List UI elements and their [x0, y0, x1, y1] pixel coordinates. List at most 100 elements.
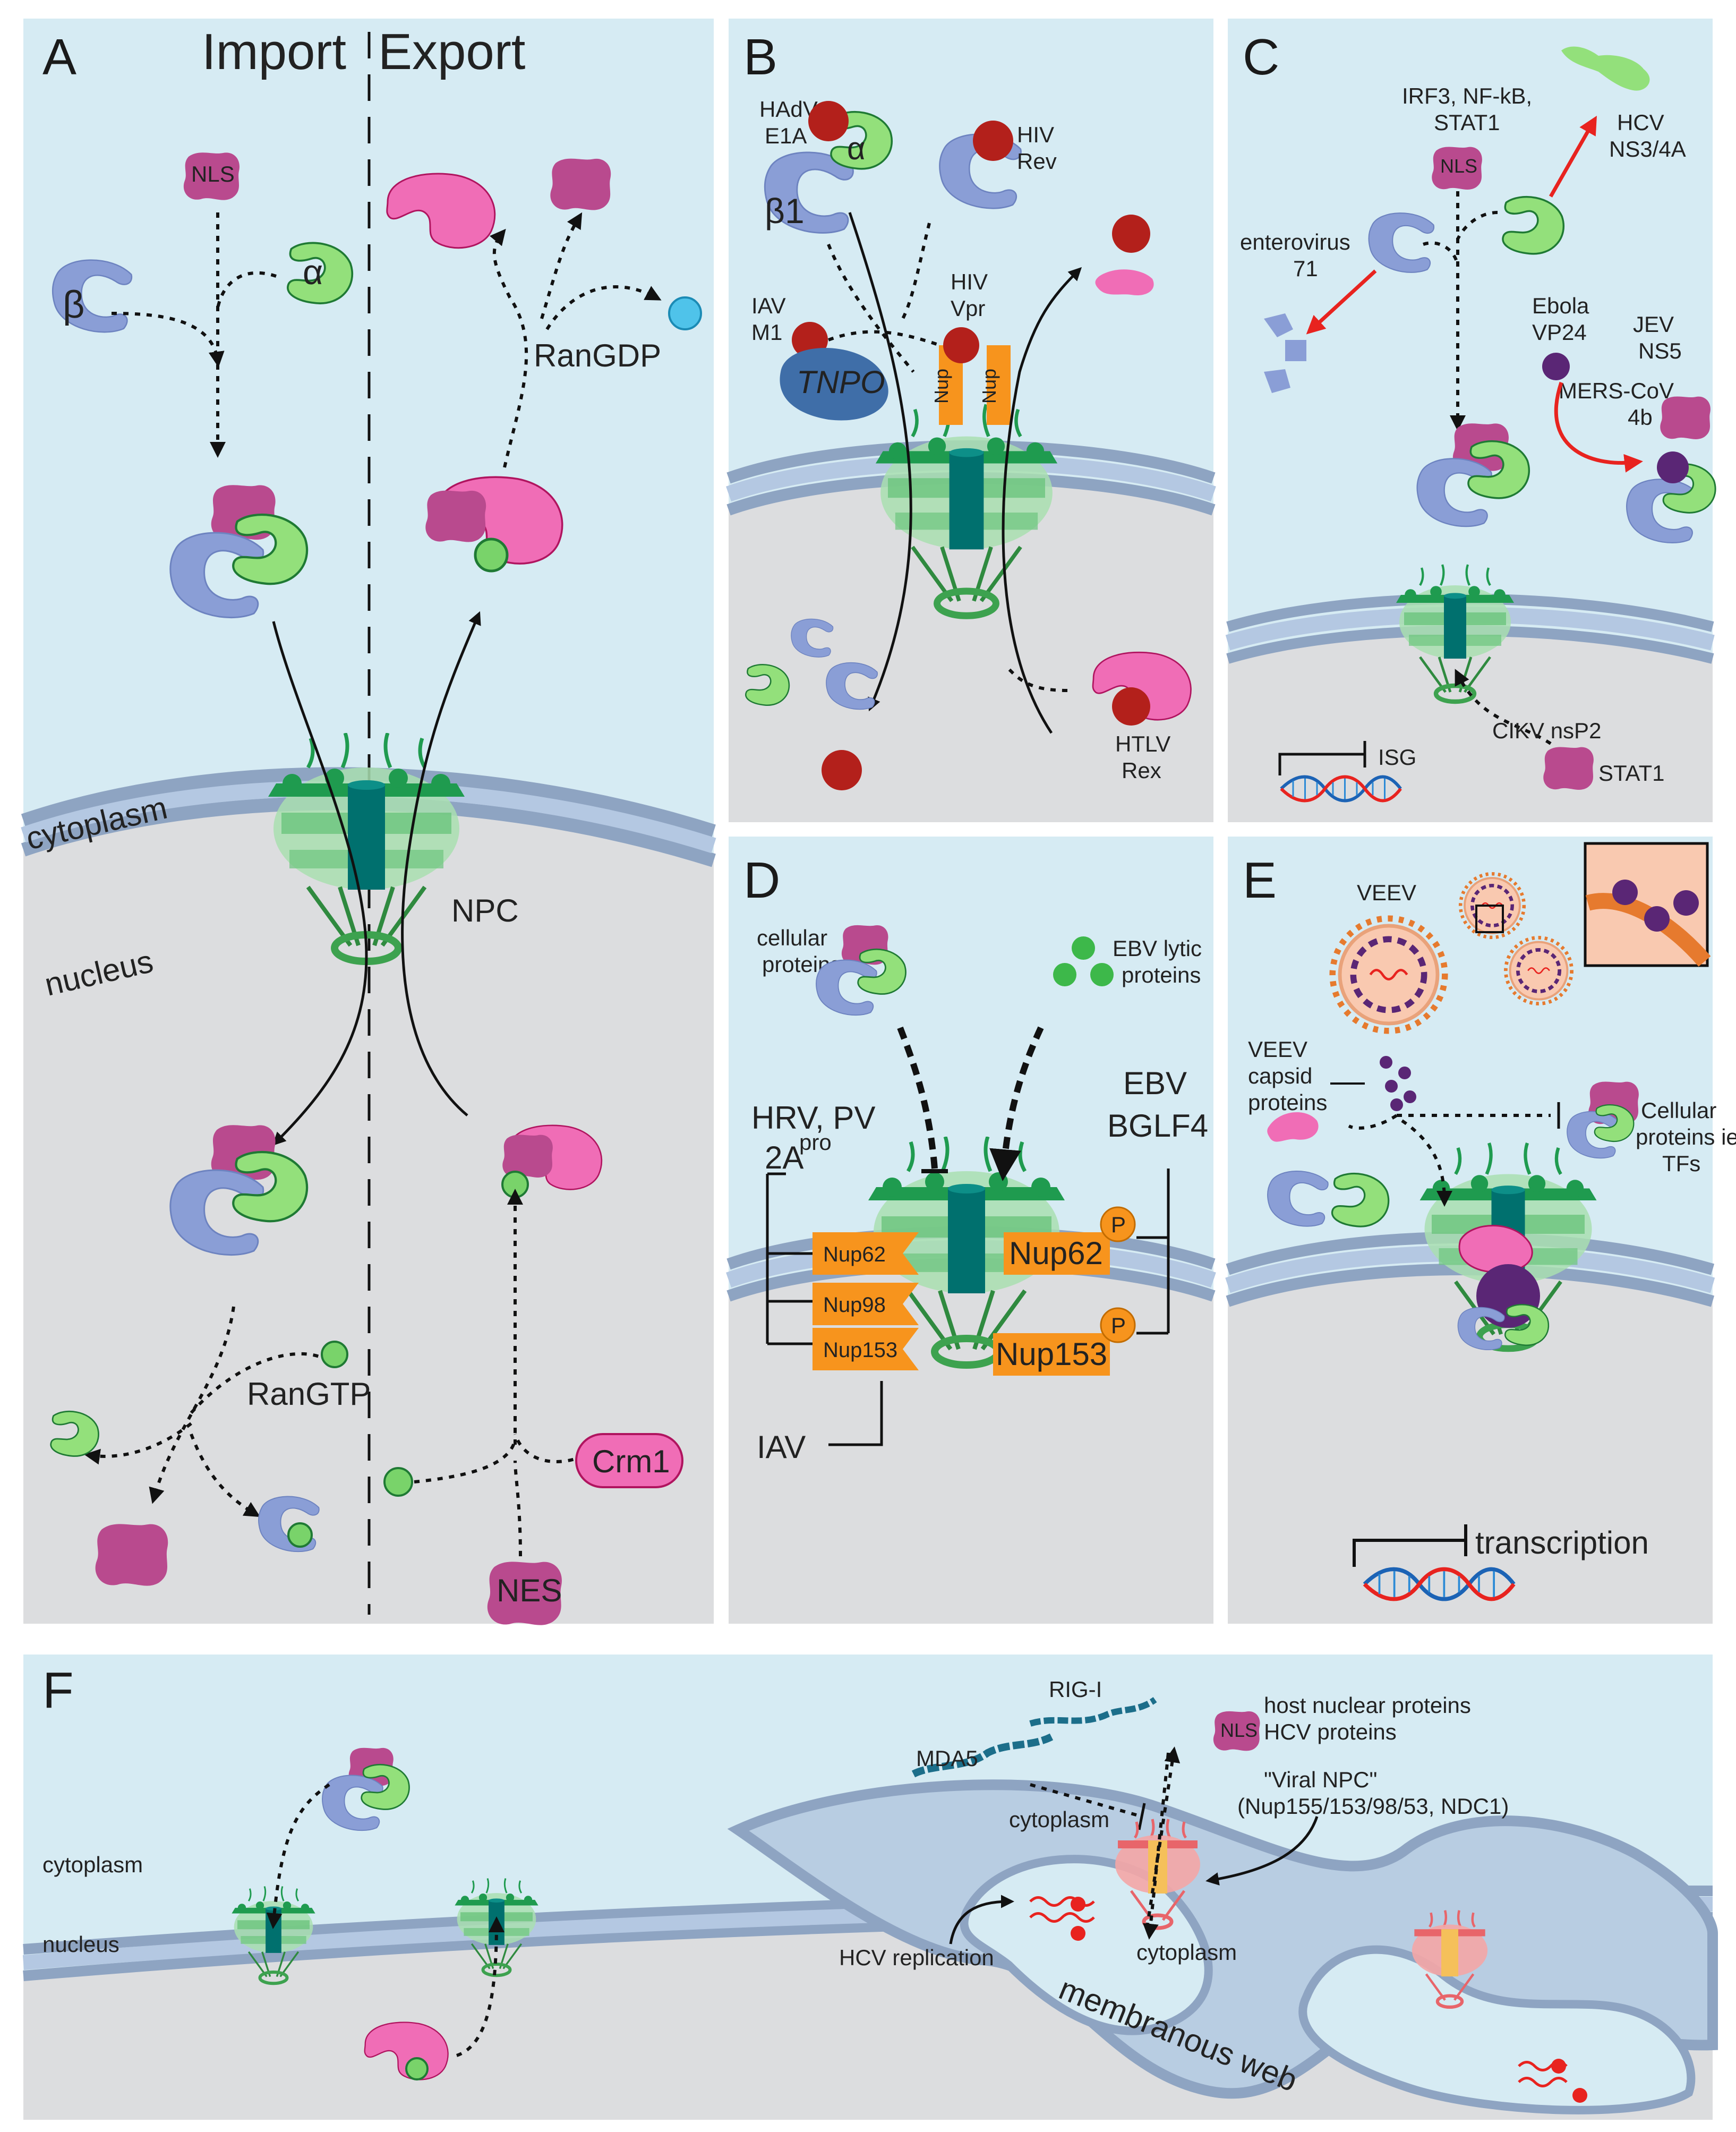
- ebv-label-1: EBV: [1123, 1065, 1187, 1101]
- rangtp-label: RanGTP: [247, 1376, 371, 1412]
- rangdp-ball: [668, 296, 702, 330]
- nup98-left: [813, 1283, 919, 1325]
- nls-label: NLS: [191, 161, 235, 186]
- stat1-cargo: [1543, 747, 1594, 790]
- ebv-label-2: BGLF4: [1107, 1108, 1208, 1144]
- export-complex-ran: [474, 538, 509, 573]
- nup153-left: [813, 1328, 919, 1370]
- exported-cargo: [1095, 269, 1154, 295]
- iav-label-d: IAV: [757, 1429, 806, 1465]
- nucleus-label-f: nucleus: [42, 1932, 119, 1957]
- panel-a: A Import Export NLS β α RanGDP cytoplasm…: [21, 19, 716, 1625]
- hadv-e1a-dot: [808, 101, 849, 141]
- htlv-rex-dot: [1112, 687, 1150, 726]
- transcription-label: transcription: [1475, 1525, 1649, 1560]
- hrv-label-1: HRV, PV: [751, 1100, 875, 1136]
- iav-label-1: IAV: [751, 293, 786, 318]
- htlv-label-1: HTLV: [1115, 731, 1170, 756]
- panel-letter-c: C: [1243, 29, 1279, 86]
- hcv-replication-label: HCV replication: [839, 1945, 994, 1970]
- ebv-lytic-label-2: proteins: [1122, 962, 1201, 987]
- rigi-label: RIG-I: [1049, 1677, 1102, 1702]
- nup153-right-label: Nup153: [996, 1336, 1107, 1372]
- cell-label-3: TFs: [1662, 1151, 1700, 1176]
- free-cargo: [95, 1524, 168, 1586]
- hcv-cleaved: [1561, 46, 1650, 91]
- iav-label-2: M1: [751, 320, 782, 345]
- hiv-rev-label-1: HIV: [1017, 122, 1054, 147]
- hadv-label-1: HAdV: [759, 97, 818, 122]
- nuclear-dot-b: [822, 750, 862, 790]
- npc-label: NPC: [451, 893, 519, 928]
- veev-label: VEEV: [1357, 880, 1416, 905]
- panel-f: F cytoplasm nucleus MDA5 RIG-I NLS host …: [22, 1655, 1718, 2120]
- ebola-label-2: VP24: [1532, 320, 1587, 345]
- panel-letter-d: D: [743, 852, 780, 909]
- entero-label-2: 71: [1293, 256, 1318, 281]
- hiv-rev-label-2: Rev: [1017, 149, 1057, 174]
- nes-label: NES: [497, 1573, 562, 1608]
- panel-e: E VEEV VEEV capsid proteins Cellular pro…: [1225, 837, 1736, 1624]
- cell-label-1: Cellular: [1641, 1098, 1716, 1123]
- nup153-right: [993, 1333, 1110, 1376]
- rangdp-label: RanGDP: [534, 338, 661, 373]
- exported-dot: [1112, 215, 1150, 253]
- beta-label: β: [63, 284, 84, 326]
- nup62-right: [1004, 1232, 1110, 1275]
- alpha-label-b: α: [847, 131, 866, 166]
- cyto-top-label: cytoplasm: [1009, 1807, 1109, 1832]
- beta1-label: β1: [765, 191, 805, 231]
- nup98-left-label: Nup98: [823, 1293, 886, 1317]
- export-label: Export: [378, 23, 525, 80]
- ebv-dot-2: [1053, 963, 1076, 986]
- panel-letter-e: E: [1243, 852, 1277, 909]
- viral-antagonist-dot: [1542, 353, 1570, 380]
- mers-label-1: MERS-CoV: [1559, 378, 1674, 403]
- export-complex-cargo: [425, 490, 486, 542]
- veev-virion-small-2: [1506, 937, 1571, 1003]
- export-cargo-released-2: [550, 158, 611, 210]
- viral-npc-label-1: "Viral NPC": [1264, 1767, 1377, 1792]
- veev-virion-large: [1332, 918, 1445, 1031]
- ebola-label-1: Ebola: [1532, 293, 1589, 318]
- nup62-right-label: Nup62: [1009, 1235, 1103, 1271]
- ebv-lytic-label-1: EBV lytic: [1113, 936, 1202, 961]
- jev-label-2: NS5: [1638, 338, 1682, 363]
- rangtp-ball: [321, 1341, 348, 1368]
- alpha-label: α: [303, 252, 323, 292]
- host-label-2: HCV proteins: [1264, 1719, 1397, 1744]
- cell-label-2: proteins ie.: [1636, 1124, 1736, 1149]
- nup-b-2: [987, 345, 1011, 425]
- panel-d: D cellular proteins EBV lytic proteins H…: [726, 837, 1216, 1624]
- phospho-1: [1100, 1206, 1136, 1242]
- host-label-1: host nuclear proteins: [1264, 1693, 1471, 1718]
- hiv-vpr-label-1: HIV: [951, 269, 988, 294]
- panel-b: B HAdV E1A β1 α HIV Rev IAV M1 TNPO HIV …: [726, 19, 1216, 822]
- import-label: Import: [202, 23, 346, 80]
- nls-label-c: NLS: [1440, 155, 1477, 177]
- capsid-label-3: proteins: [1248, 1090, 1327, 1115]
- viral-npc-label-2: (Nup155/153/98/53, NDC1): [1237, 1794, 1509, 1819]
- panel-c: C IRF3, NF-kB, STAT1 NLS HCV NS3/4A ente…: [1225, 19, 1716, 822]
- panel-letter-a: A: [42, 29, 76, 86]
- stat1-label: STAT1: [1598, 761, 1664, 786]
- hadv-label-2: E1A: [765, 123, 807, 148]
- cyto-bottom-label: cytoplasm: [1136, 1940, 1237, 1965]
- nup62-left-label: Nup62: [823, 1243, 886, 1266]
- blocked-dot: [1657, 451, 1689, 483]
- htlv-label-2: Rex: [1122, 758, 1161, 783]
- phospho-2-label: P: [1111, 1313, 1126, 1338]
- mers-label-2: 4b: [1628, 405, 1653, 430]
- nup62-left: [813, 1232, 919, 1275]
- tnpo-label: TNPO: [797, 364, 885, 400]
- isg-label: ISG: [1378, 745, 1416, 770]
- panel-letter-f: F: [42, 1662, 74, 1719]
- capsid-label-1: VEEV: [1248, 1037, 1307, 1062]
- free-beta-ran: [287, 1522, 313, 1548]
- ebv-dot-3: [1090, 963, 1114, 986]
- displaced-cargo-c: [1660, 396, 1711, 439]
- nup-b-label-1: Nup: [930, 369, 952, 404]
- cikv-label: CIKV nsP2: [1492, 718, 1601, 743]
- irf-label-1: IRF3, NF-kB,: [1402, 83, 1532, 108]
- nup153-left-label: Nup153: [823, 1338, 897, 1362]
